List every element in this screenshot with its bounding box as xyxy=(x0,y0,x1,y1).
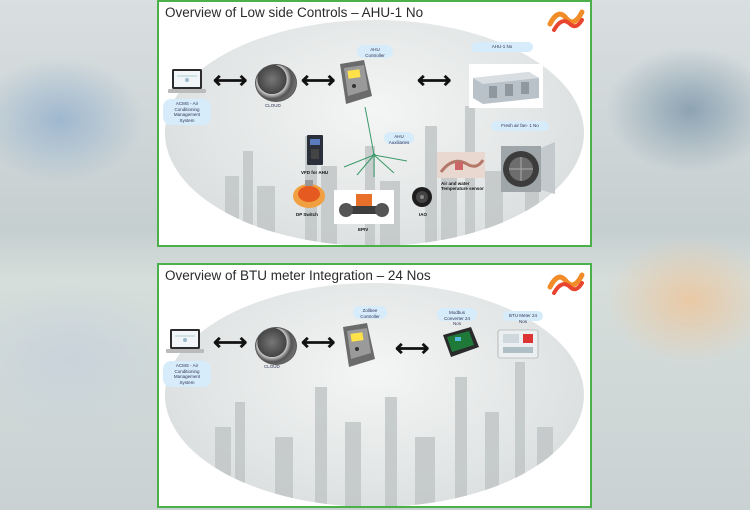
controller-device-icon xyxy=(340,60,372,104)
epiv-valve-icon xyxy=(334,190,394,224)
fresh-air-fan-icon xyxy=(501,142,555,194)
dp-switch-label: DP Switch xyxy=(296,212,318,217)
btu-bubble: BTU Meter 24 Nos xyxy=(503,311,543,324)
iao-sensor-icon xyxy=(412,187,432,207)
ahu-bubble: AHU-1 No xyxy=(471,42,533,52)
acms-bubble: ACMS - Air Conditioning Management Syste… xyxy=(163,99,211,125)
cloud-icon xyxy=(255,327,297,365)
cloud-label: CLOUD xyxy=(264,364,280,369)
bidirectional-arrow-icon: ⟷ xyxy=(301,329,336,356)
bidirectional-arrow-icon: ⟷ xyxy=(417,67,452,94)
acms-bubble: ACMS - Air Conditioning Management Syste… xyxy=(163,361,211,387)
slide-ahu-controls: Overview of Low side Controls – AHU-1 No… xyxy=(157,0,592,247)
auxiliaries-bubble: AHU Auxiliaries xyxy=(384,132,414,145)
modbus-bubble: Modbus Converter 24 Nos xyxy=(437,308,477,326)
bidirectional-arrow-icon: ⟷ xyxy=(395,335,430,362)
temperature-sensor-icon xyxy=(437,152,485,178)
auxiliaries-connector-lines xyxy=(343,107,408,177)
page-title: Overview of BTU meter Integration – 24 N… xyxy=(165,268,431,283)
modbus-converter-icon xyxy=(443,327,479,357)
controller-device-icon xyxy=(343,323,375,367)
bidirectional-arrow-icon: ⟷ xyxy=(213,329,248,356)
laptop-icon xyxy=(166,329,204,353)
brand-logo-icon xyxy=(547,272,585,295)
cloud-label: CLOUD xyxy=(265,103,281,108)
vfd-label: VFD for AHU xyxy=(301,170,329,175)
bidirectional-arrow-icon: ⟷ xyxy=(301,67,336,94)
temperature-sensor-label: Air and water Temperature sensor xyxy=(441,181,484,191)
slide-btu-integration: Overview of BTU meter Integration – 24 N… xyxy=(157,263,592,508)
fan-bubble: Fresh air fan- 1 No xyxy=(491,121,549,131)
bidirectional-arrow-icon: ⟷ xyxy=(213,67,248,94)
ahu-unit-icon xyxy=(469,64,543,108)
vfd-icon xyxy=(307,135,323,165)
epiv-label: EPIV xyxy=(358,227,369,232)
laptop-icon xyxy=(168,69,206,93)
page-title: Overview of Low side Controls – AHU-1 No xyxy=(165,5,424,20)
controller-bubble: Zolibee Controller xyxy=(353,306,387,319)
controller-bubble: AHU Controller xyxy=(357,45,393,58)
btu-meter-icon xyxy=(497,329,539,359)
iao-label: IAO xyxy=(419,212,428,217)
cloud-icon xyxy=(255,64,297,102)
brand-logo-icon xyxy=(547,9,585,32)
dp-switch-icon xyxy=(293,180,325,208)
